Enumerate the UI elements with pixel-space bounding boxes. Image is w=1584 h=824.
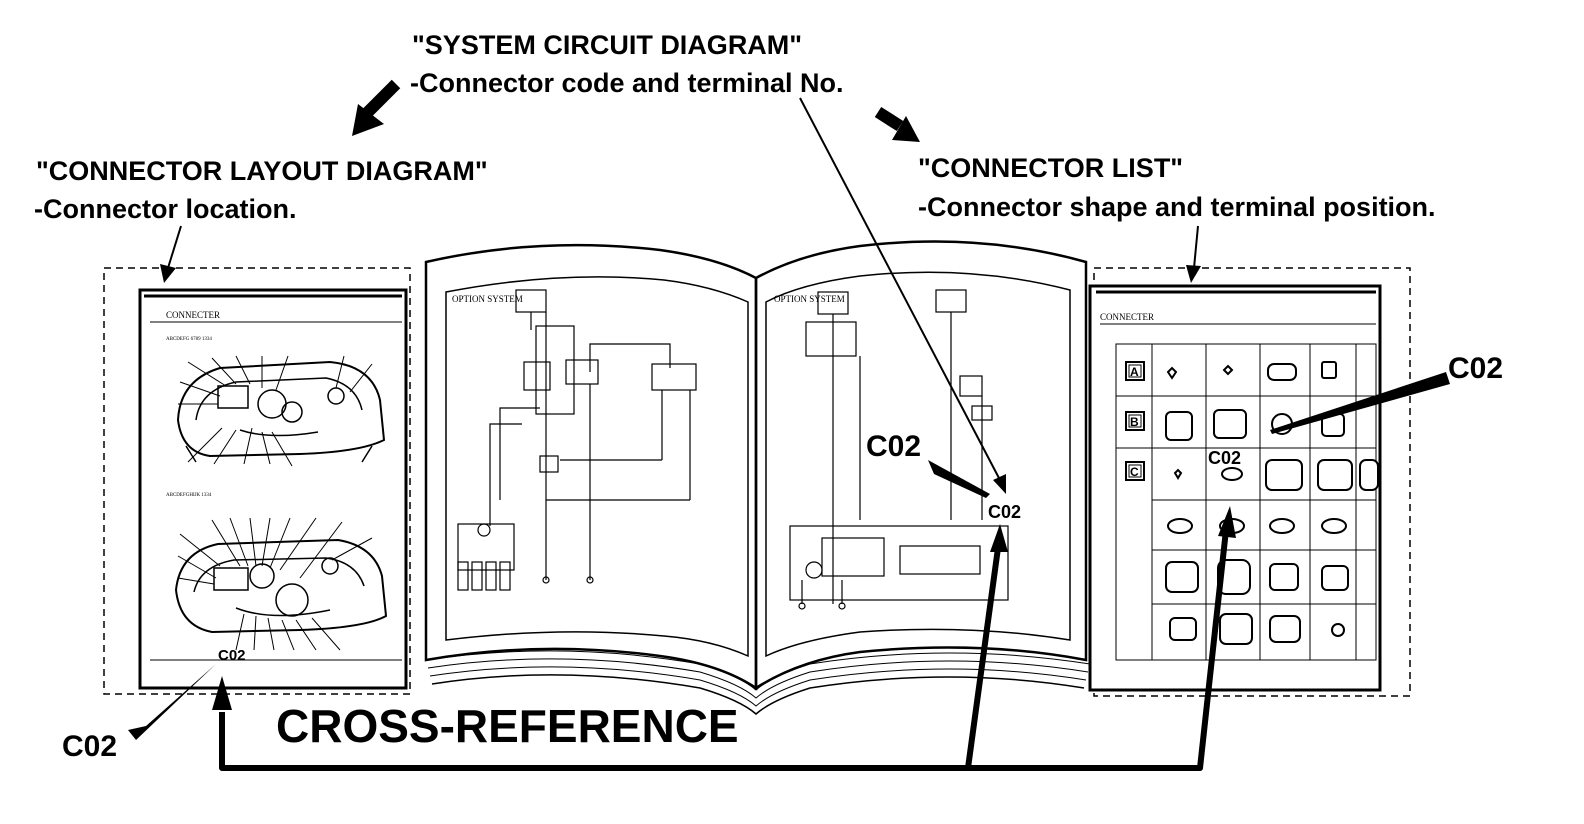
open-book-circuit-diagram: OPTION SYSTEM OPTION SYSTEM [424,240,1091,715]
callout-code-book-label: C02 [866,430,921,463]
left-page-circuit [457,289,697,591]
connector-list-panel: CONNECTER A B C [1088,267,1411,697]
list-page-header: CONNECTER [1100,312,1154,322]
connector-layout-diagram-title: "CONNECTOR LAYOUT DIAGRAM" [36,156,488,186]
view2-leader-lines [177,517,373,651]
svg-text:B: B [1130,415,1139,429]
row-letter-c: C [1125,461,1145,481]
callout-code-list: C02 [1270,352,1503,434]
layout-connector-code: C02 [218,647,246,664]
svg-text:A: A [1130,365,1139,379]
connector-layout-diagram-description: -Connector location. [34,194,297,224]
connector-shapes [1165,361,1379,645]
row-letter-b: B [1125,411,1145,431]
system-circuit-diagram-title: "SYSTEM CIRCUIT DIAGRAM" [412,30,802,60]
callout-code-layout: C02 [62,664,216,763]
cross-reference-label: CROSS-REFERENCE [276,700,739,752]
cross-reference-path [212,506,1236,771]
book-left-page-title: OPTION SYSTEM [452,294,523,304]
layout-view1-caption: ABCDEFG 6789 1334 [166,337,212,342]
book-right-page-title: OPTION SYSTEM [774,294,845,304]
connector-grid [1115,343,1377,661]
thin-arrow-layout [160,225,182,283]
row-letter-a: A [1125,361,1145,381]
book-connector-code: C02 [988,502,1021,522]
system-circuit-diagram-description: -Connector code and terminal No. [410,68,844,98]
layout-page-header: CONNECTER [166,310,220,320]
connector-list-title: "CONNECTOR LIST" [918,153,1183,183]
long-arrow-system-to-code [799,97,1006,494]
callout-code-list-label: C02 [1448,352,1503,385]
thin-arrow-list [1186,225,1201,283]
connector-list-description: -Connector shape and terminal position. [918,192,1436,222]
svg-text:C: C [1130,465,1139,479]
list-connector-code: C02 [1208,448,1241,468]
vehicle-engine-bay-view-1 [176,360,386,463]
right-page-circuit [789,289,1009,610]
callout-code-book: C02 [866,430,990,498]
callout-code-layout-label: C02 [62,730,117,763]
pointer-arrow-list [874,106,920,142]
view1-leader-lines [178,355,373,467]
layout-view2-caption: ABCDEFGHIJK 1334 [166,493,212,498]
connector-layout-panel: CONNECTER ABCDEFG 6789 1334 ABCDEFGHIJK … [103,267,411,695]
pointer-arrow-layout [352,79,401,136]
